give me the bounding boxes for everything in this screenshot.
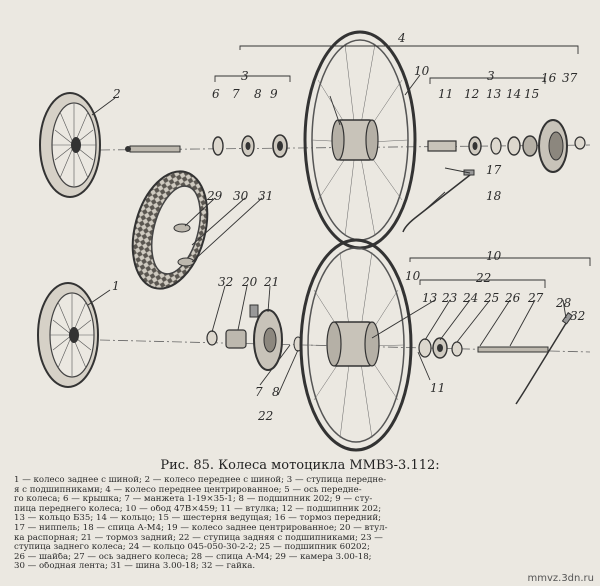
callout-6: 6 [212, 87, 220, 101]
bracket-lines [87, 45, 591, 396]
callout-8: 8 [272, 385, 280, 399]
callout-32: 32 [218, 275, 234, 289]
callout-8: 8 [254, 87, 262, 101]
callout-9: 9 [270, 87, 278, 101]
legend-line: 1 — колесо заднее с шиной; 2 — колесо пе… [14, 476, 387, 485]
callout-2: 2 [113, 87, 121, 101]
front-wheel-with-tire [39, 92, 101, 198]
callout-12: 12 [464, 87, 480, 101]
callout-11: 11 [430, 381, 446, 395]
legend-line: 17 — ниппель; 18 — спица А-М4; 19 — коле… [14, 523, 388, 533]
legend-line: ступица заднего колеса; 24 — кольцо 045-… [14, 543, 370, 553]
spoke-and-nipple [402, 169, 475, 233]
callout-7: 7 [255, 385, 263, 399]
exploded-wheel-diagram [37, 30, 591, 452]
callout-25: 25 [484, 291, 500, 305]
callout-14: 14 [506, 87, 522, 101]
callout-32: 32 [570, 309, 586, 323]
front-hub-right-parts [427, 135, 538, 157]
callout-3: 3 [241, 69, 249, 83]
front-brake [538, 119, 586, 173]
site-watermark: mmvz.3dn.ru [527, 573, 594, 584]
rear-wheel-with-tire [37, 282, 99, 388]
callout-10: 10 [486, 249, 502, 263]
front-hub-small-parts [212, 134, 288, 158]
callout-27: 27 [528, 291, 544, 305]
callout-15: 15 [524, 87, 540, 101]
callout-24: 24 [463, 291, 479, 305]
legend-line: 13 — кольцо Б35; 14 — кольцо; 15 — шесте… [14, 514, 381, 524]
figure-legend: 1 — колесо заднее с шиной; 2 — колесо пе… [14, 476, 590, 572]
callout-18: 18 [486, 189, 502, 203]
front-axle [125, 145, 181, 153]
rear-hub-right-parts [418, 337, 549, 359]
callout-10: 10 [405, 269, 421, 283]
axis-lines [99, 144, 591, 353]
callout-13: 13 [486, 87, 502, 101]
callout-23: 23 [442, 291, 458, 305]
callout-11: 11 [438, 87, 454, 101]
legend-line: пица переднего колеса; 10 — обод 47В×459… [14, 504, 382, 514]
legend-line: го колеса; 6 — крышка; 7 — манжета 1-19×… [14, 495, 373, 505]
callout-20: 20 [242, 275, 258, 289]
callout-10: 10 [414, 64, 430, 78]
rear-spoke [515, 312, 574, 405]
legend-line: ка распорная; 21 — тормоз задний; 22 — с… [14, 533, 383, 543]
figure-caption-title: Рис. 85. Колеса мотоцикла ММВЗ-3.112: [160, 458, 440, 473]
callout-7: 7 [232, 87, 240, 101]
callout-4: 4 [398, 31, 406, 45]
callout-13: 13 [422, 291, 438, 305]
legend-line: 26 — шайба; 27 — ось заднего колеса; 28 … [14, 552, 372, 562]
callout-30: 30 [233, 189, 249, 203]
callout-21: 21 [264, 275, 280, 289]
callout-22: 22 [258, 409, 274, 423]
legend-line: я с подшипниками; 4 — колесо переднее це… [14, 485, 362, 495]
rear-rim-and-hub [299, 238, 413, 452]
tire-tube-rimtape [131, 170, 209, 290]
callout-29: 29 [207, 189, 223, 203]
callout-17: 17 [486, 163, 502, 177]
callout-37: 37 [562, 71, 578, 85]
legend-line: 30 — ободная лента; 31 — шина 3.00-18; 3… [14, 562, 256, 572]
callout-22: 22 [476, 271, 492, 285]
callout-16: 16 [541, 71, 557, 85]
rear-left-parts [206, 304, 303, 371]
front-rim-and-hub [303, 30, 417, 250]
callout-26: 26 [505, 291, 521, 305]
callout-3: 3 [487, 69, 495, 83]
callout-31: 31 [258, 189, 274, 203]
callout-1: 1 [112, 279, 120, 293]
callout-28: 28 [556, 296, 572, 310]
